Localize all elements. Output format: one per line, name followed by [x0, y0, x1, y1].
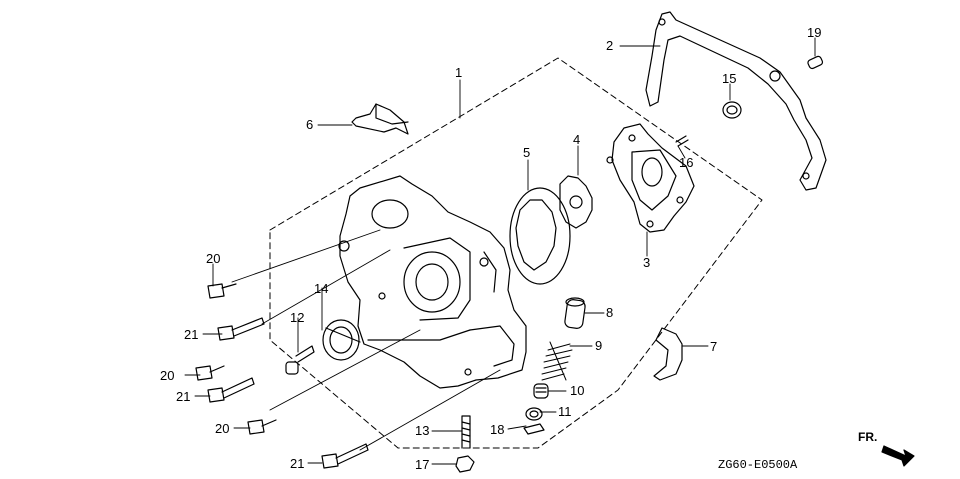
inner-rotor [559, 175, 593, 229]
callout-21b: 21 [176, 389, 191, 404]
callout-19: 19 [807, 25, 822, 40]
callout-20a: 20 [206, 251, 221, 266]
front-arrow-icon [881, 445, 915, 467]
callout-13: 13 [415, 423, 430, 438]
pin-screw [675, 135, 689, 147]
callout-21a: 21 [184, 327, 199, 342]
callout-3: 3 [643, 255, 651, 270]
flange-bolt-21a [217, 317, 265, 341]
clip [523, 423, 545, 435]
callout-9: 9 [595, 338, 603, 353]
callout-10: 10 [570, 383, 585, 398]
callout-2: 2 [606, 38, 614, 53]
callout-20b: 20 [160, 368, 175, 383]
leader-lines [184, 37, 816, 465]
gasket [645, 11, 827, 191]
outer-rotor [509, 187, 571, 285]
oil-seal [322, 319, 361, 361]
nut [455, 455, 475, 473]
o-ring [722, 101, 742, 119]
callout-17: 17 [415, 457, 430, 472]
callout-16: 16 [679, 155, 694, 170]
relief-valve [564, 297, 586, 329]
flange-bolt-20a [207, 283, 237, 299]
callout-5: 5 [523, 145, 531, 160]
pump-cover [611, 123, 695, 233]
dowel-pin [807, 55, 824, 70]
callout-14: 14 [314, 281, 329, 296]
relief-plug [533, 383, 549, 399]
callout-7: 7 [710, 339, 718, 354]
flange-bolt-21b [207, 377, 255, 403]
callout-11: 11 [558, 404, 572, 419]
stud-bolt [461, 415, 471, 449]
callout-15: 15 [722, 71, 737, 86]
callout-18: 18 [490, 422, 505, 437]
fitting [285, 345, 315, 375]
callout-8: 8 [606, 305, 614, 320]
callout-20c: 20 [215, 421, 230, 436]
callout-12: 12 [290, 310, 305, 325]
callout-21c: 21 [290, 456, 305, 471]
breather-bracket [653, 327, 683, 381]
flange-bolt-20b [195, 365, 225, 381]
front-label: FR. [858, 430, 878, 444]
callout-1: 1 [455, 65, 463, 80]
washer [525, 407, 543, 421]
diagram-code: ZG60-E0500A [718, 458, 798, 472]
flange-bolt-20c [247, 419, 277, 435]
relief-spring [541, 341, 573, 381]
case-cover [338, 175, 527, 389]
callout-4: 4 [573, 132, 581, 147]
callout-6: 6 [306, 117, 314, 132]
flange-bolt-21c [321, 443, 369, 469]
assembly-boundary [269, 57, 763, 449]
